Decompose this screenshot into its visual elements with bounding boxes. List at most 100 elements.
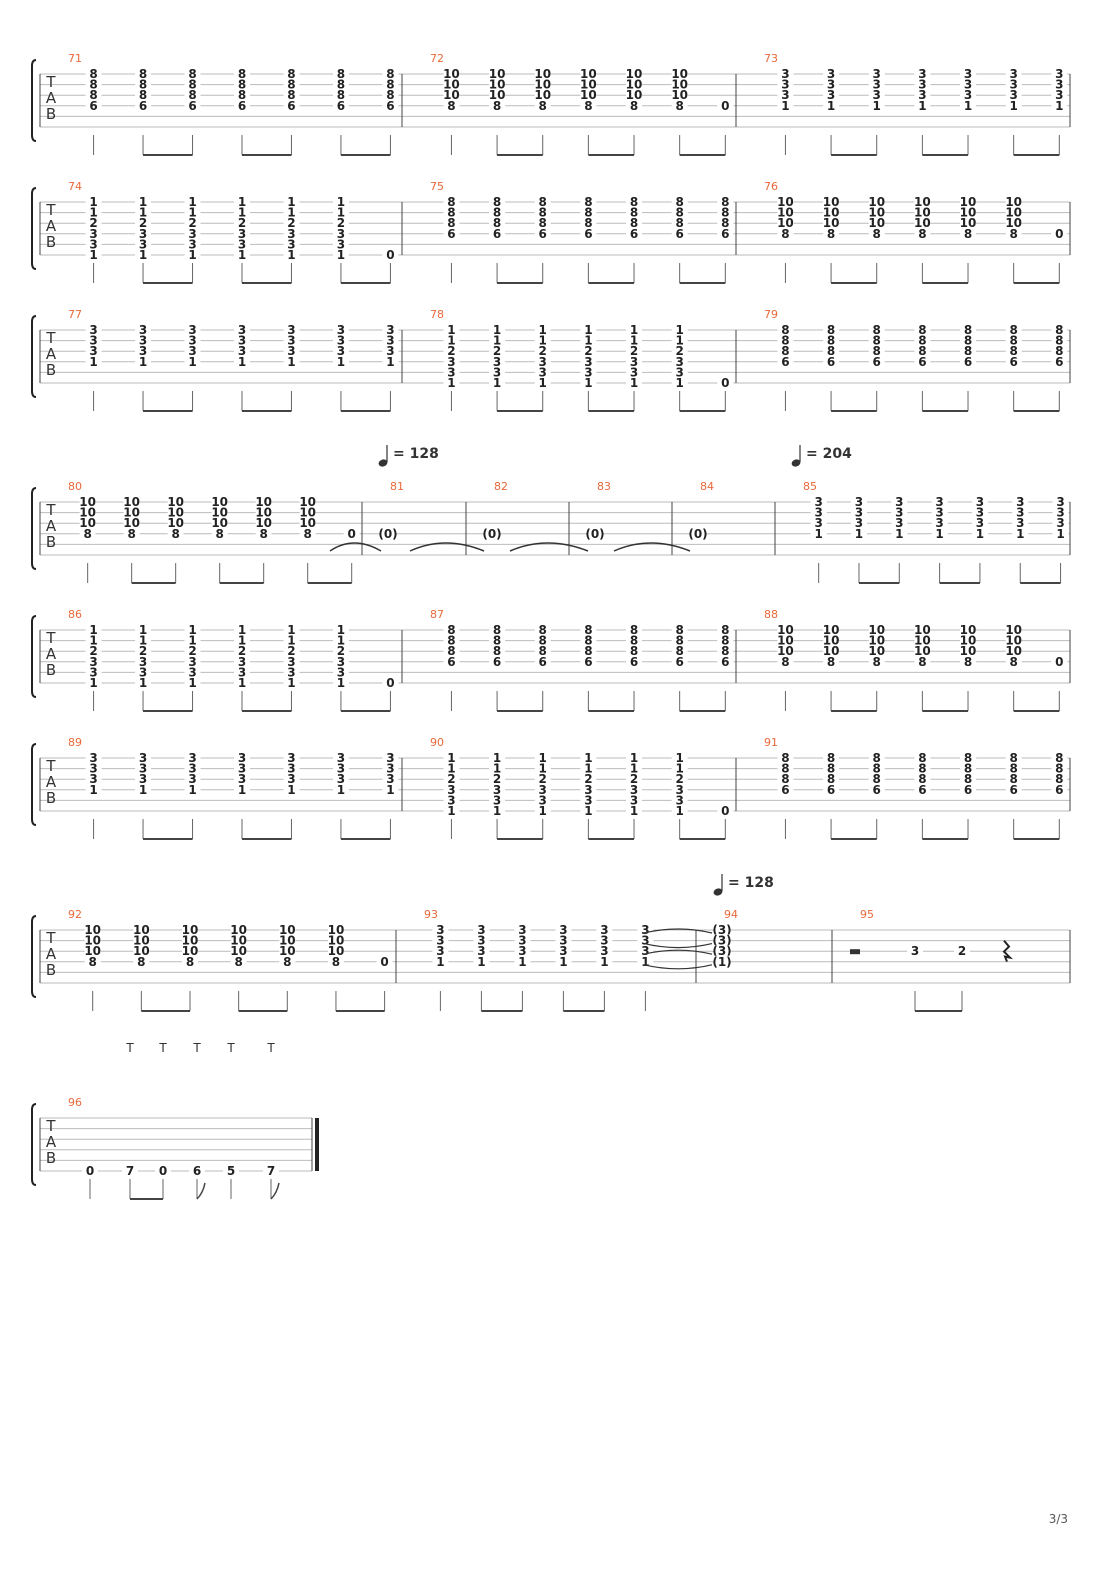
fret-number: 8 [827, 227, 835, 241]
fret-bg [671, 377, 688, 388]
bar-number: 87 [430, 608, 444, 621]
fret-bg [1051, 89, 1068, 101]
fret-number: 3 [559, 923, 567, 937]
fret-bg [283, 345, 300, 357]
fret-bg [1005, 68, 1022, 79]
fret-number: 1 [630, 376, 638, 390]
fret-number: 3 [188, 751, 196, 765]
fret-number: 1 [641, 955, 649, 969]
fret-bg [777, 68, 794, 79]
fret-number: 3 [238, 751, 246, 765]
fret-bg [580, 99, 597, 111]
fret-number: 3 [964, 78, 972, 92]
fret-bg [717, 227, 734, 239]
fret-bg [84, 945, 101, 957]
fret-number: 2 [675, 772, 683, 786]
fret-number: 1 [675, 804, 683, 818]
fret-number: 10 [279, 923, 296, 937]
fret-bg [443, 89, 460, 101]
fret-number: 2 [139, 644, 147, 658]
fret-bg [133, 934, 150, 946]
fret-number: 10 [580, 67, 597, 81]
fret-number: 1 [139, 783, 147, 797]
fret-number: 8 [539, 623, 547, 637]
fret-bg [489, 196, 506, 207]
fret-bg [914, 645, 931, 657]
fret-bg [777, 645, 794, 657]
fret-number: 3 [827, 67, 835, 81]
fret-number: 10 [443, 78, 460, 92]
fret-number: 1 [188, 355, 196, 369]
fret-number: 10 [167, 506, 184, 520]
fret-number: (0) [378, 527, 397, 541]
tempo-note-icon [791, 459, 801, 467]
fret-number: 8 [630, 644, 638, 658]
tap-mark: T [226, 1041, 235, 1055]
fret-bg [489, 366, 506, 378]
fret-bg [233, 324, 250, 335]
fret-number: 3 [287, 762, 295, 776]
fret-bg [327, 924, 344, 935]
fret-number: 10 [255, 495, 272, 509]
fret-number: 1 [1016, 527, 1024, 541]
fret-bg [931, 506, 948, 518]
fret-bg [135, 334, 152, 346]
fret-bg [960, 345, 977, 357]
fret-bg [914, 355, 931, 367]
fret-bg [717, 645, 734, 657]
fret-bg [233, 783, 250, 795]
fret-bg [514, 945, 531, 957]
fret-number: 10 [1005, 634, 1022, 648]
fret-number: 8 [337, 78, 345, 92]
fret-number: 10 [443, 67, 460, 81]
fret-number: 3 [139, 665, 147, 679]
fret-number: 10 [84, 944, 101, 958]
fret-number: 1 [337, 248, 345, 262]
fret-number: 6 [584, 227, 592, 241]
bar-number: 89 [68, 736, 82, 749]
fret-number: 3 [287, 227, 295, 241]
fret-bg [184, 238, 201, 250]
fret-bg [671, 334, 688, 346]
tempo-mark: = 128 [393, 446, 439, 462]
fret-bg [823, 99, 840, 111]
fret-number: 3 [918, 67, 926, 81]
fret-bg [960, 196, 977, 207]
fret-bg [626, 78, 643, 90]
fret-number: 8 [630, 206, 638, 220]
fret-bg [823, 624, 840, 635]
fret-bg [626, 99, 643, 111]
fret-bg [626, 227, 643, 239]
fret-number: (3) [712, 944, 731, 958]
fret-number: 8 [493, 634, 501, 648]
fret-bg [580, 68, 597, 79]
fret-bg [580, 366, 597, 378]
fret-number: 8 [675, 623, 683, 637]
fret-bg [343, 527, 360, 539]
fret-number: 8 [89, 78, 97, 92]
fret-number: 2 [89, 644, 97, 658]
fret-bg [255, 517, 272, 529]
fret-number: 3 [675, 793, 683, 807]
fret-bg [184, 334, 201, 346]
fret-number: 3 [238, 665, 246, 679]
fret-number: 3 [139, 751, 147, 765]
fret-bg [626, 752, 643, 763]
fret-number: 1 [493, 323, 501, 337]
fret-number: 3 [781, 78, 789, 92]
fret-bg [717, 655, 734, 667]
bar-number: 76 [764, 180, 778, 193]
fret-number: 3 [675, 783, 683, 797]
fret-number: 10 [1005, 195, 1022, 209]
fret-number: 8 [918, 227, 926, 241]
fret-bg [184, 89, 201, 101]
fret-number: 1 [675, 376, 683, 390]
fret-number: 6 [539, 655, 547, 669]
fret-number: 3 [447, 793, 455, 807]
fret-bg [914, 324, 931, 335]
tab-letter: B [46, 1149, 56, 1167]
bar-number: 75 [430, 180, 444, 193]
fret-number: 10 [868, 623, 885, 637]
fret-number: 8 [493, 216, 501, 230]
fret-bg [489, 783, 506, 795]
